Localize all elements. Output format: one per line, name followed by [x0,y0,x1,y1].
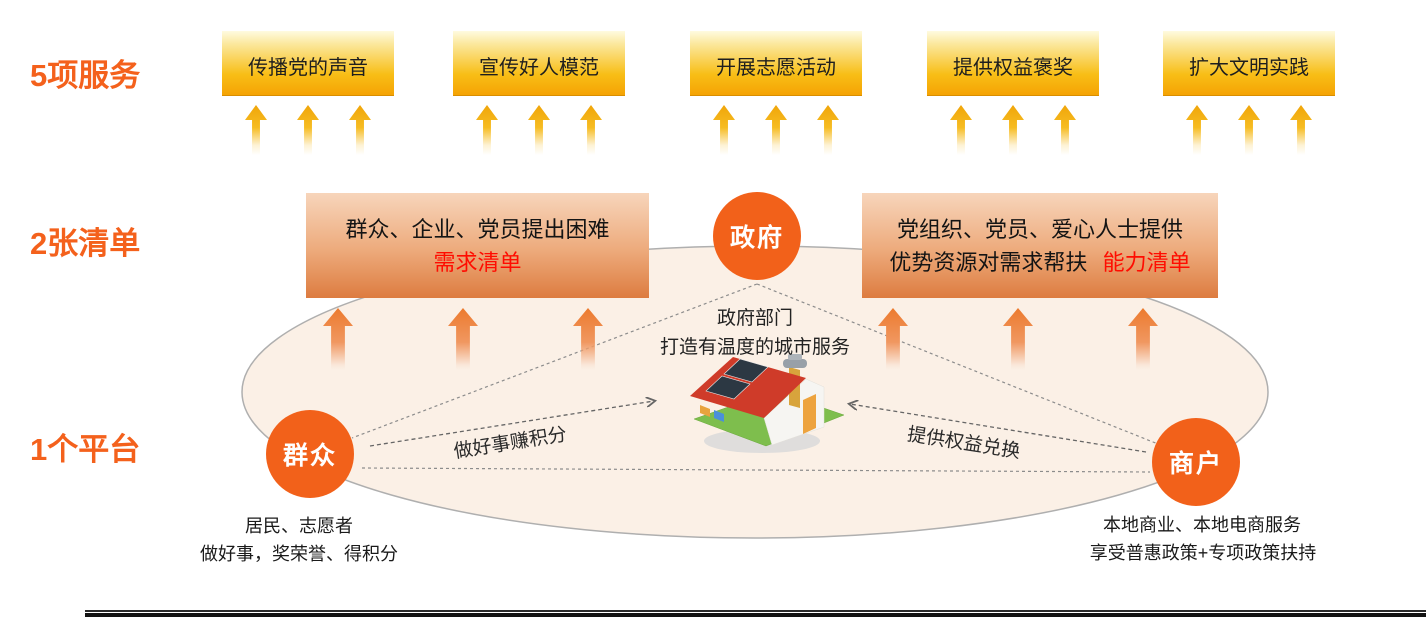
demand-list-line1: 群众、企业、党员提出困难 [345,216,610,242]
merchants-node: 商户 [1152,418,1240,506]
service-box-3: 开展志愿活动 [690,31,862,95]
service-box-5: 扩大文明实践 [1163,31,1335,95]
capability-list-box: 党组织、党员、爱心人士提供 优势资源对需求帮扶 能力清单 [862,193,1218,298]
capability-list-highlight: 能力清单 [1102,249,1191,275]
government-node: 政府 [713,192,801,280]
bottom-rule-thick [85,613,1426,617]
flow-dashed-arrows [369,401,1147,453]
merchants-caption-2: 享受普惠政策+专项政策扶持 [1089,543,1317,563]
service-box-4: 提供权益褒奖 [927,31,1099,95]
gov-dept-title: 政府部门 [716,308,793,329]
service-box-1: 传播党的声音 [222,31,394,95]
masses-caption-1: 居民、志愿者 [245,516,353,536]
row-label-services: 5项服务 [30,58,141,93]
house-illustration [690,354,845,453]
capability-list-line2: 优势资源对需求帮扶 能力清单 [889,246,1190,279]
gov-dept-subtitle: 打造有温度的城市服务 [659,337,850,358]
masses-node: 群众 [266,410,354,498]
capability-list-line2-text: 优势资源对需求帮扶 [889,249,1088,275]
merchants-caption-1: 本地商业、本地电商服务 [1103,515,1301,535]
relation-dashed-lines [351,283,1159,473]
demand-list-highlight: 需求清单 [433,249,522,275]
row-label-lists: 2张清单 [30,226,141,261]
demand-list-box: 群众、企业、党员提出困难 需求清单 [306,193,649,298]
service-box-2: 宣传好人模范 [453,31,625,95]
capability-list-line1: 党组织、党员、爱心人士提供 [896,216,1183,242]
masses-caption-2: 做好事，奖荣誉、得积分 [200,544,398,564]
row-label-platform: 1个平台 [30,432,141,467]
bottom-rule-thin [85,610,1426,612]
